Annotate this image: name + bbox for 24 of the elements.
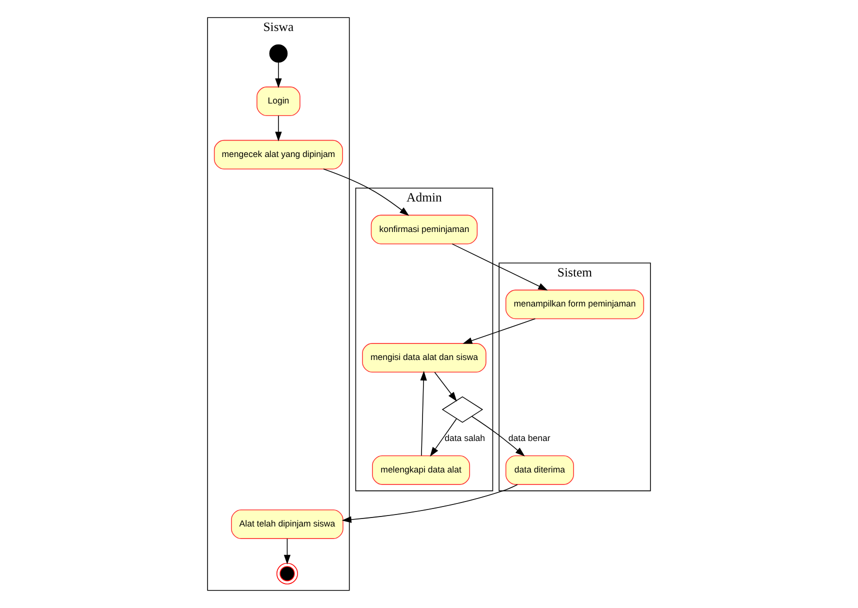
- node-circle: [269, 44, 288, 63]
- node-box: Login: [256, 86, 300, 116]
- arrow: [462, 318, 536, 344]
- edge-label: data benar: [508, 433, 550, 444]
- node-box: data diterima: [505, 455, 574, 485]
- node-box: melengkapi data alat: [372, 455, 470, 485]
- node-box: mengecek alat yang dipinjam: [214, 140, 343, 170]
- node-box: menampilkan form peminjaman: [505, 290, 644, 320]
- arrow: [275, 115, 282, 142]
- node-diamond: [442, 396, 484, 423]
- arrow: [275, 62, 282, 88]
- arrow: [323, 168, 410, 216]
- node-box: mengisi data alat dan siswa: [362, 343, 486, 372]
- arrow: [471, 416, 525, 456]
- arrow: [434, 372, 457, 402]
- node-box: konfirmasi peminjaman: [370, 214, 478, 244]
- arrow: [420, 370, 427, 456]
- node-box: Alat telah dipinjam siswa: [231, 510, 344, 539]
- arrow: [452, 244, 548, 290]
- arrow: [284, 538, 291, 564]
- arrow: [430, 418, 457, 457]
- edge-label: data salah: [444, 433, 486, 444]
- node-circle: [276, 562, 298, 584]
- arrow: [342, 484, 518, 523]
